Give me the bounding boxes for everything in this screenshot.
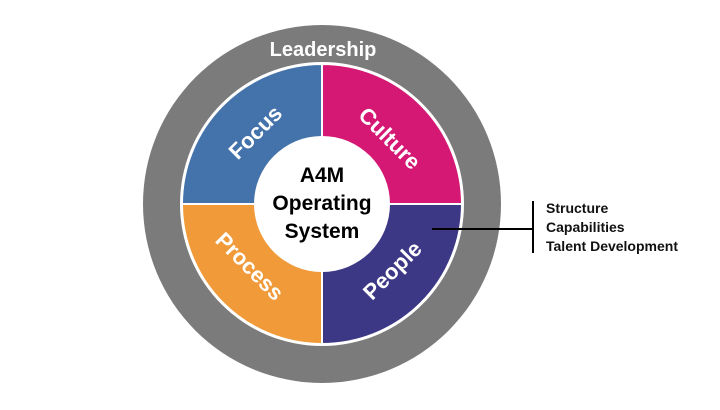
center-label-line-1: A4M xyxy=(300,164,344,187)
center-hub xyxy=(254,136,390,272)
people-detail-item: Capabilities xyxy=(546,219,625,235)
center-label-line-2: Operating xyxy=(272,192,371,215)
people-details-list: Structure Capabilities Talent Developmen… xyxy=(546,199,678,256)
center-label-line-3: System xyxy=(285,220,360,243)
leadership-label: Leadership xyxy=(270,39,377,61)
people-detail-item: Structure xyxy=(546,200,609,216)
people-detail-item: Talent Development xyxy=(546,238,678,254)
